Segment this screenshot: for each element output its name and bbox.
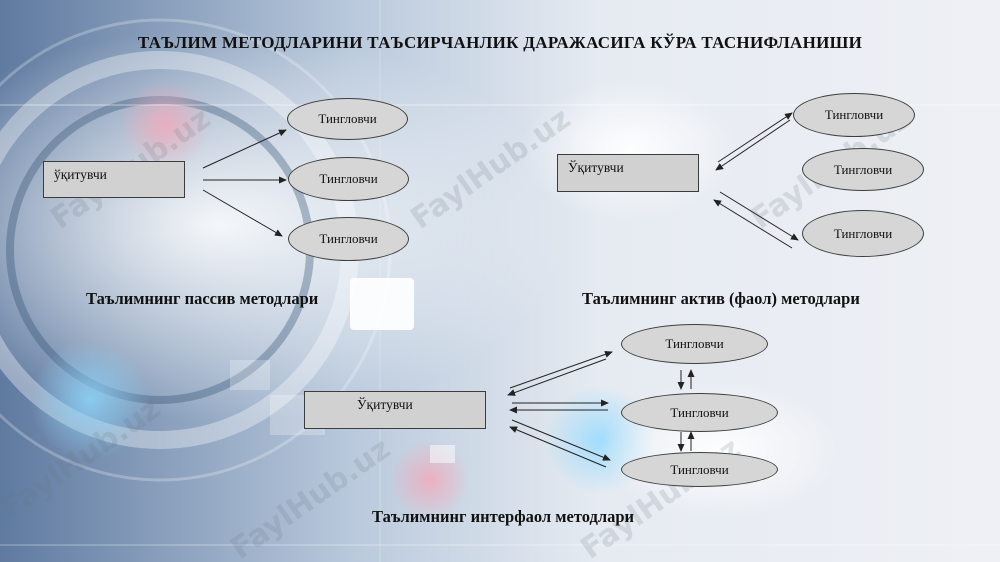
interactive-student-2: Тингловчи: [621, 393, 778, 432]
active-caption: Таълимнинг актив (фаол) методлари: [582, 289, 860, 308]
arrow-passive-3: [202, 189, 283, 237]
interactive-student-1: Тингловчи: [621, 324, 768, 364]
interactive-caption: Таълимнинг интерфаол методлари: [372, 507, 635, 526]
active-teacher-label: Ўқитувчи: [568, 160, 624, 175]
interactive-teacher-box: Ўқитувчи: [304, 391, 486, 429]
passive-caption: Таълимнинг пассив методлари: [86, 289, 319, 308]
arrow-inter-2: [507, 358, 607, 396]
active-student-3: Тингловчи: [802, 210, 924, 257]
passive-teacher-box: ўқитувчи: [43, 161, 185, 198]
active-student-1: Тингловчи: [793, 93, 915, 137]
passive-student-1: Тингловчи: [287, 98, 408, 140]
arrow-inter-1: [509, 351, 613, 389]
interactive-teacher-label: Ўқитувчи: [357, 397, 413, 412]
active-teacher-box: Ўқитувчи: [557, 154, 699, 192]
arrow-passive-1: [202, 129, 287, 169]
arrow-inter-5: [511, 419, 611, 461]
arrow-active-1: [717, 112, 793, 163]
page-title: ТАЪЛИМ МЕТОДЛАРИНИ ТАЪСИРЧАНЛИК ДАРАЖАСИ…: [137, 33, 863, 52]
active-student-2: Тингловчи: [802, 148, 924, 191]
passive-teacher-label: ўқитувчи: [54, 167, 107, 182]
passive-student-3: Тингловчи: [288, 217, 409, 261]
passive-student-2: Тингловчи: [288, 157, 409, 201]
interactive-student-3: Тингловчи: [621, 452, 778, 487]
arrow-active-4: [713, 199, 793, 249]
arrow-active-3: [719, 191, 799, 241]
arrow-active-2: [715, 119, 791, 171]
arrow-inter-6: [509, 426, 607, 468]
